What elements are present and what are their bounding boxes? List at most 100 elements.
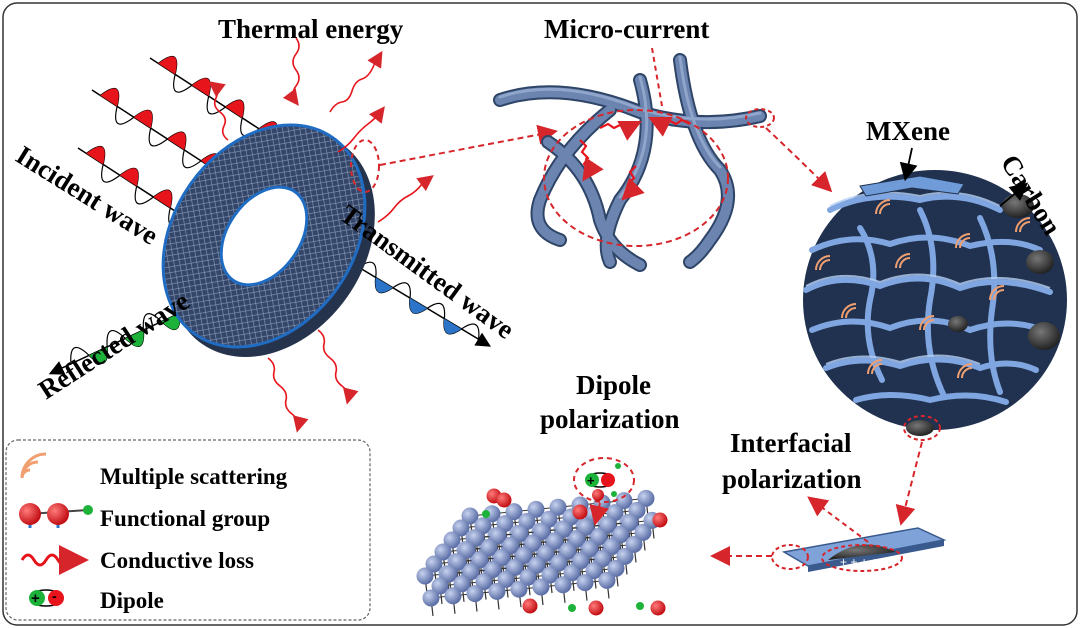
atomic-lattice [416, 488, 668, 617]
lattice-atom [425, 555, 443, 573]
lattice-atom [598, 571, 616, 589]
hydrogen-atom [482, 510, 490, 518]
lattice-atom [506, 558, 524, 576]
oxygen-atom [496, 492, 512, 508]
lattice-atom [422, 589, 440, 607]
lattice-atom [471, 551, 489, 569]
oxygen-atom [572, 504, 588, 520]
ring-zoom-marker [350, 139, 380, 193]
mxene-label: MXene [866, 116, 950, 146]
interfacial-pointer [807, 496, 869, 543]
lattice-atom [511, 525, 529, 543]
lattice-atom [461, 507, 479, 525]
mxene-pointer [899, 147, 918, 182]
svg-text:-: - [52, 588, 57, 604]
lattice-atom [537, 544, 555, 562]
legend-box [5, 439, 371, 621]
dipole-label-line2: polarization [540, 404, 680, 434]
interface-down-arrow [895, 441, 923, 526]
lattice-atom [541, 566, 559, 584]
lattice-atom [634, 523, 652, 541]
lattice-atom [532, 578, 550, 596]
ring-to-fibers-arrow [379, 124, 558, 166]
incident-wave-label: Incident wave [11, 140, 164, 251]
lattice-atom [559, 542, 577, 560]
interface-marker [903, 415, 941, 441]
lattice-atom [524, 534, 542, 552]
hydrogen-atom [636, 602, 644, 610]
lattice-atom [416, 567, 434, 585]
lattice-atom [549, 498, 567, 516]
conductive-loss-icon [20, 545, 89, 575]
lattice-atom [585, 562, 603, 580]
thermal-energy-label: Thermal energy [218, 14, 404, 44]
lattice-atom [528, 556, 546, 574]
scattering-arcs-icon [20, 452, 47, 479]
lattice-atom [546, 532, 564, 550]
lattice-atom [621, 514, 639, 532]
lattice-atom [510, 580, 528, 598]
lattice-atom [488, 582, 506, 600]
lattice-atom [434, 543, 452, 561]
lattice-atom [483, 505, 501, 523]
lattice-atom [467, 529, 485, 547]
lattice-atom [484, 561, 502, 579]
fiber-network [493, 53, 767, 272]
lattice-atom [462, 563, 480, 581]
lattice-atom [572, 552, 590, 570]
micro-current-region [543, 109, 729, 247]
lattice-atom [555, 520, 573, 538]
oxygen-atom [522, 598, 538, 614]
transmitted-wave-label: Transmitted wave [334, 199, 519, 345]
dipole-molecule: + [585, 463, 621, 501]
lattice-atom [449, 553, 467, 571]
lattice-atom [527, 500, 545, 518]
legend-item-label: Multiple scattering [100, 464, 288, 489]
dipole-label-line1: Dipole [576, 370, 651, 400]
lattice-atom [505, 503, 523, 521]
micro-current-label: Micro-current [544, 14, 709, 44]
hydrogen-atom [568, 604, 576, 612]
fiber-end-marker [745, 108, 775, 128]
lattice-atom [480, 539, 498, 557]
lattice-atom [458, 541, 476, 559]
lattice-atom [475, 573, 493, 591]
interfacial-sheet: + + + + + [771, 527, 947, 572]
lattice-atom [497, 570, 515, 588]
svg-text:+: + [31, 590, 40, 607]
transmitted-wave-graphic [349, 261, 492, 347]
lattice-atom [616, 547, 634, 565]
lattice-atom [563, 564, 581, 582]
svg-text:+: + [587, 473, 595, 488]
lattice-atom [502, 537, 520, 555]
lattice-atom [590, 528, 608, 546]
lattice-atom [607, 559, 625, 577]
lattice-atom [625, 535, 643, 553]
lattice-atom [443, 531, 461, 549]
lattice-atom [533, 522, 551, 540]
lattice-atom [493, 549, 511, 567]
legend-item-label: Conductive loss [100, 548, 254, 573]
micro-current-pointer [651, 47, 663, 107]
micro-current-arrows [579, 117, 691, 201]
lattice-atom [612, 526, 630, 544]
oxygen-atom [650, 600, 666, 616]
absorber-ring [161, 123, 375, 358]
lattice-atom [440, 565, 458, 583]
lattice-atom [554, 576, 572, 594]
lattice-atom [453, 575, 471, 593]
legend-item-label: Dipole [100, 588, 164, 613]
dipole-zoom-marker [573, 457, 635, 503]
lattice-atom [568, 530, 586, 548]
lattice-atom [519, 568, 537, 586]
lattice-atom [581, 540, 599, 558]
dipole-to-lattice-arrow [589, 502, 609, 526]
interface-charges: + + + + + [840, 555, 888, 569]
dipole-icon: + - [29, 588, 64, 607]
lattice-atom [431, 577, 449, 595]
lattice-atom [489, 527, 507, 545]
thermal-energy-arrows [208, 37, 434, 433]
interfacial-label-line2: polarization [722, 464, 862, 494]
